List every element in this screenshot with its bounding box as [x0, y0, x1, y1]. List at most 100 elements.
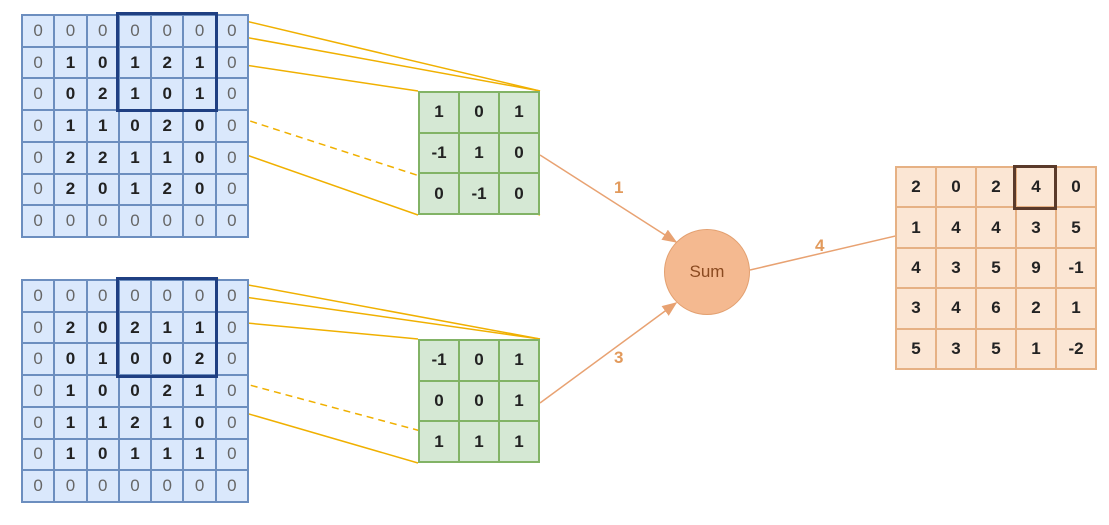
matrix-cell: 1 [54, 110, 87, 142]
matrix-cell: 3 [896, 288, 936, 329]
matrix-cell: 0 [22, 406, 55, 439]
matrix-cell: 0 [215, 205, 248, 237]
matrix-cell: 4 [936, 207, 976, 248]
arrow-kernel2-to-sum [539, 302, 678, 404]
matrix-cell: 1 [118, 438, 152, 471]
matrix-cell: 1 [1056, 288, 1096, 329]
matrix-cell: 1 [1016, 328, 1056, 369]
matrix-cell: 0 [22, 343, 55, 376]
matrix-cell: 0 [215, 15, 248, 47]
matrix-cell: 2 [1016, 288, 1056, 329]
matrix-cell: 2 [151, 46, 184, 79]
matrix-cell: 0 [22, 205, 55, 237]
matrix-cell: 1 [499, 421, 539, 462]
matrix-cell: 3 [936, 328, 976, 369]
matrix-cell: 2 [183, 343, 216, 376]
matrix-cell: 0 [22, 375, 55, 407]
matrix-cell: 0 [118, 470, 152, 502]
matrix-cell: 0 [54, 280, 87, 312]
matrix-cell: 0 [151, 280, 184, 312]
matrix-cell: 1 [183, 46, 216, 79]
matrix-cell: 5 [896, 328, 936, 369]
matrix-cell: 2 [896, 167, 936, 208]
matrix-cell: 1 [183, 375, 216, 407]
matrix-cell: 2 [54, 141, 87, 174]
matrix-cell: 5 [976, 247, 1016, 289]
matrix-cell: 0 [183, 406, 216, 439]
matrix-cell: 0 [86, 280, 119, 312]
matrix-cell: 1 [419, 92, 459, 133]
matrix-cell: 1 [183, 438, 216, 471]
matrix-cell: 1 [459, 421, 499, 462]
matrix-cell: 0 [215, 110, 248, 142]
step-label-4: 4 [815, 236, 825, 255]
matrix-cell: 5 [976, 328, 1016, 369]
matrix-cell: 2 [118, 406, 152, 439]
matrix-cell: 0 [22, 173, 55, 206]
matrix-cell: 0 [22, 311, 55, 344]
matrix-cell: 1 [118, 173, 152, 206]
matrix-cell: 4 [1016, 167, 1056, 208]
matrix-cell: 0 [459, 92, 499, 133]
matrix-cell: 2 [86, 141, 119, 174]
matrix-cell: 1 [54, 46, 87, 79]
matrix-cell: 1 [499, 92, 539, 133]
matrix-cell: -2 [1056, 328, 1096, 369]
matrix-cell: 0 [499, 132, 539, 174]
step-label-1: 1 [614, 178, 624, 197]
matrix-cell: 0 [215, 173, 248, 206]
matrix-cell: 0 [86, 438, 119, 471]
matrix-cell: 0 [183, 15, 216, 47]
matrix-cell: 1 [151, 438, 184, 471]
matrix-cell: 0 [22, 470, 55, 502]
matrix-cell: 0 [86, 15, 119, 47]
matrix-cell: 0 [86, 46, 119, 79]
matrix-cell: 0 [1056, 167, 1096, 208]
matrix-cell: 2 [86, 78, 119, 111]
matrix-cell: 0 [22, 141, 55, 174]
matrix-cell: 0 [215, 311, 248, 344]
matrix-cell: 0 [499, 173, 539, 214]
matrix-cell: 1 [118, 78, 152, 111]
matrix-cell: 0 [215, 438, 248, 471]
matrix-cell: 0 [151, 343, 184, 376]
matrix-cell: 0 [54, 470, 87, 502]
matrix-cell: 1 [86, 110, 119, 142]
matrix-cell: 1 [151, 406, 184, 439]
matrix-cell: 0 [151, 205, 184, 237]
matrix-cell: 0 [118, 343, 152, 376]
matrix-cell: 1 [499, 380, 539, 422]
matrix-cell: 0 [215, 141, 248, 174]
matrix-cell: 0 [54, 205, 87, 237]
matrix-cell: 0 [215, 280, 248, 312]
matrix-cell: 0 [936, 167, 976, 208]
projection-line [215, 278, 541, 340]
matrix-cell: 0 [215, 46, 248, 79]
matrix-cell: 4 [896, 247, 936, 289]
matrix-cell: 0 [215, 406, 248, 439]
matrix-cell: 3 [936, 247, 976, 289]
matrix-cell: 0 [86, 375, 119, 407]
sum-node: Sum [664, 229, 750, 315]
matrix-cell: 0 [54, 78, 87, 111]
matrix-cell: -1 [1056, 247, 1096, 289]
matrix-cell: 1 [54, 375, 87, 407]
matrix-cell: 0 [459, 340, 499, 381]
matrix-cell: 4 [976, 207, 1016, 248]
matrix-cell: 0 [419, 380, 459, 422]
matrix-cell: 1 [183, 311, 216, 344]
matrix-cell: -1 [419, 132, 459, 174]
matrix-cell: 0 [86, 173, 119, 206]
matrix-cell: 0 [151, 470, 184, 502]
matrix-cell: 0 [151, 15, 184, 47]
matrix-cell: 1 [499, 340, 539, 381]
step-label-3: 3 [614, 348, 624, 367]
matrix-cell: 0 [22, 78, 55, 111]
matrix-cell: 0 [54, 15, 87, 47]
matrix-cell: 0 [215, 375, 248, 407]
